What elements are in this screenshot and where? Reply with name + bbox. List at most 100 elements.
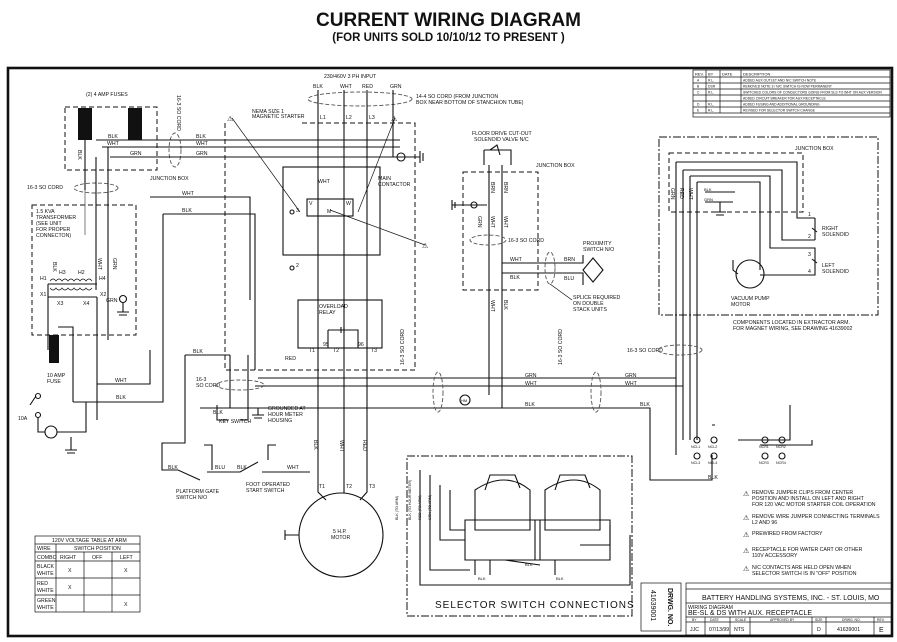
diagram-label: MAIN xyxy=(378,176,391,182)
diagram-label: GRN xyxy=(476,216,482,228)
diagram-label: BLK xyxy=(76,150,82,160)
wire-line xyxy=(307,91,413,107)
wire-line xyxy=(168,132,182,168)
wire-line xyxy=(327,327,359,348)
wire-line xyxy=(44,425,58,439)
diagram-label: BLK xyxy=(213,410,223,416)
diagram-label: GRN xyxy=(525,373,537,379)
diagram-label: WIRING DIAGRAM xyxy=(688,605,733,611)
diagram-label: BLK xyxy=(196,134,206,140)
diagram-label: HOUR METER xyxy=(268,412,303,418)
wire-line xyxy=(483,144,512,165)
diagram-label: DRWG. NO. xyxy=(666,588,673,626)
wire-line xyxy=(710,436,718,444)
wire-line xyxy=(710,452,718,460)
diagram-label: BLU xyxy=(564,276,574,282)
drawing-border xyxy=(6,66,894,638)
diagram-label: L2 xyxy=(346,115,352,121)
wire-line xyxy=(47,283,98,420)
diagram-label: BLK xyxy=(237,465,247,471)
diagram-label: RELAY xyxy=(319,310,336,316)
wire-line xyxy=(658,136,879,316)
diagram-label: VACUUM PUMP xyxy=(731,296,770,302)
diagram-label: BOX NEAR BOTTOM OF STANCHION TUBE) xyxy=(416,100,524,106)
diagram-label: LEFT xyxy=(120,555,134,561)
diagram-label: BLK xyxy=(704,187,712,192)
note-marker-icon: ⚠ xyxy=(743,565,749,573)
diagram-label: WIRE xyxy=(37,546,51,552)
diagram-label: FOR PROPER xyxy=(36,227,71,233)
diagram-label: SWITCHED COLORS OF CONDUCTORS GOING FROM… xyxy=(743,91,882,95)
diagram-label: E xyxy=(697,109,700,113)
diagram-label: WHT xyxy=(687,188,693,201)
diagram-label: BLK xyxy=(313,84,323,90)
diagram-label: SWITCH POSITION xyxy=(74,546,121,552)
aux-receptacle xyxy=(44,402,87,454)
diagram-label: RED (TO ARM) xyxy=(418,495,422,520)
circuit-breaker: 10A xyxy=(18,392,45,433)
diagram-label: RIGHT xyxy=(822,226,839,232)
diagram-label: T3 xyxy=(369,484,375,490)
diagram-label: NCL1 xyxy=(691,445,700,449)
diagram-label: D xyxy=(817,627,821,633)
diagram-label: N/C CONTACTS ARE HELD OPEN WHEN xyxy=(752,565,851,571)
diagram-label: NCR2 xyxy=(776,445,786,449)
diagram-label: BE-SL & DS WITH AUX. RECEPTACLE xyxy=(688,610,812,617)
diagram-label: APPROVED BY xyxy=(770,618,795,622)
wire-line xyxy=(534,474,611,561)
diagram-label: DSR xyxy=(708,85,716,89)
diagram-label: X3 xyxy=(57,301,63,307)
diagram-label: 07/13/99 xyxy=(709,627,729,633)
wire-line xyxy=(462,171,539,291)
diagram-label: B xyxy=(697,85,700,89)
diagram-label: T1 xyxy=(309,348,315,354)
diagram-label: JUNCTION BOX xyxy=(150,176,189,182)
wire-line xyxy=(289,209,295,215)
diagram-label: JUNCTION BOX xyxy=(795,146,834,152)
diagram-label: DATE xyxy=(710,618,720,622)
wire-line xyxy=(34,535,141,613)
diagram-label: M xyxy=(327,209,331,215)
diagram-label: COMBO xyxy=(37,555,57,561)
diagram-label: GRN xyxy=(106,298,118,304)
note-marker-icon: ⚠ xyxy=(743,490,749,498)
fuse-icon xyxy=(49,335,59,363)
wire-line xyxy=(668,152,804,213)
diagram-label: WHT xyxy=(287,465,300,471)
wire-line xyxy=(470,201,478,209)
wire-line xyxy=(284,420,368,540)
diagram-label: MAGNETIC STARTER xyxy=(252,114,305,120)
diagram-label: BLK (TO ARM) xyxy=(395,496,399,520)
wire-line xyxy=(714,202,726,216)
diagram-label: BLK xyxy=(510,275,520,281)
diagram-label: GRN xyxy=(130,151,142,157)
wire-line xyxy=(760,218,818,276)
diagram-label: 120V VOLTAGE TABLE AT ARM xyxy=(52,538,127,544)
fuse-junction-box: (2) 4 AMP FUSES JUNCTION BOX 16-3 SO COR… xyxy=(64,92,189,182)
diagram-label: L3 xyxy=(369,115,375,121)
diagram-label: BLK xyxy=(640,402,650,408)
diagram-label: C xyxy=(697,91,700,95)
diagram-label: H4 xyxy=(99,276,106,282)
diagram-label: GRN xyxy=(390,84,402,90)
diagram-label: STACK UNITS xyxy=(573,307,607,313)
note-marker-icon: ⚠ xyxy=(227,115,233,123)
wire-line xyxy=(34,392,42,400)
diagram-label: HOUSING xyxy=(268,418,292,424)
diagram-label: WHT xyxy=(340,84,353,90)
diagram-label: R.L. xyxy=(708,79,714,83)
diagram-label: 95 xyxy=(323,342,329,348)
wire-line xyxy=(29,395,45,433)
diagram-label: KEY SWITCH xyxy=(219,419,251,425)
diagram-label: 96 xyxy=(358,342,364,348)
wire-line xyxy=(675,161,815,440)
wire-line xyxy=(58,214,164,403)
diagram-label: 1.5 KVA xyxy=(36,209,55,215)
diagram-label: REV. xyxy=(877,618,885,622)
main-contactor-coil xyxy=(306,198,354,217)
diagram-group xyxy=(464,474,611,561)
diagram-label: GRN xyxy=(625,373,637,379)
diagram-label: RED xyxy=(361,440,367,451)
